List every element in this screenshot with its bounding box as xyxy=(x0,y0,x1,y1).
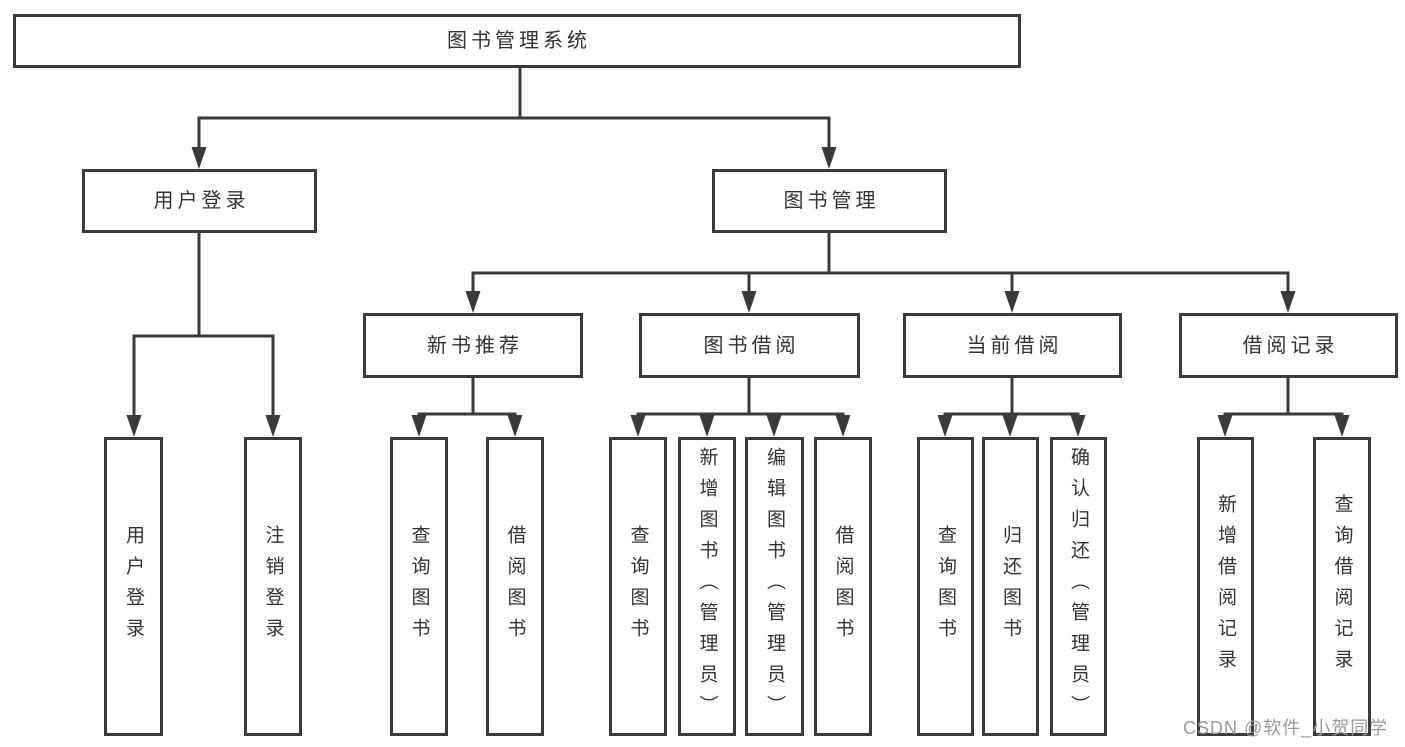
node-label-leaf-query-books-1: 查询图书 xyxy=(408,524,430,649)
node-label-current-borrowing: 当前借阅 xyxy=(966,334,1063,357)
node-label-user-login: 用户登录 xyxy=(153,190,250,212)
node-label-new-book-recommend: 新书推荐 xyxy=(427,334,523,357)
node-label-root-library-system: 图书管理系统 xyxy=(447,30,591,52)
arrow-book-management-0-head xyxy=(465,291,481,313)
node-user-login: 用户登录 xyxy=(82,169,317,233)
node-leaf-query-books-1: 查询图书 xyxy=(390,437,448,736)
node-label-leaf-borrow-books-2: 借阅图书 xyxy=(832,524,854,649)
arrow-book-management-2-head xyxy=(1004,291,1020,313)
node-leaf-query-borrow-record: 查询借阅记录 xyxy=(1313,437,1371,736)
node-current-borrowing: 当前借阅 xyxy=(903,313,1122,378)
arrow-current-borrowing-0-head xyxy=(937,415,953,437)
arrow-root-library-system-0-head xyxy=(191,147,207,169)
node-leaf-query-books-3: 查询图书 xyxy=(917,437,974,736)
arrow-book-borrowing-0-head xyxy=(630,415,646,437)
node-root-library-system: 图书管理系统 xyxy=(13,14,1021,68)
node-label-borrowing-records: 借阅记录 xyxy=(1242,334,1339,357)
node-label-leaf-return-books: 归还图书 xyxy=(1000,524,1021,649)
node-label-leaf-logout: 注销登录 xyxy=(262,524,284,649)
watermark: CSDN @软件_小贺同学 xyxy=(1183,718,1389,738)
node-borrowing-records: 借阅记录 xyxy=(1179,313,1398,378)
arrow-book-management-3-head xyxy=(1280,291,1296,313)
node-leaf-user-login: 用户登录 xyxy=(104,437,163,736)
node-label-leaf-user-login: 用户登录 xyxy=(123,524,144,649)
node-label-leaf-edit-books-admin: 编辑图书（管理员） xyxy=(764,447,785,726)
arrow-user-login-0-head xyxy=(126,415,142,437)
node-label-book-management: 图书管理 xyxy=(783,190,880,212)
arrow-new-book-recommend-1-head xyxy=(507,415,523,437)
node-leaf-borrow-books-2: 借阅图书 xyxy=(814,437,872,736)
arrow-current-borrowing-1-head xyxy=(1002,415,1018,437)
node-book-borrowing: 图书借阅 xyxy=(639,313,860,378)
node-leaf-add-books-admin: 新增图书（管理员） xyxy=(678,437,736,736)
arrow-book-borrowing-2-head xyxy=(766,415,782,437)
node-leaf-add-borrow-record: 新增借阅记录 xyxy=(1197,437,1254,736)
node-label-book-borrowing: 图书借阅 xyxy=(703,334,800,357)
node-leaf-return-books: 归还图书 xyxy=(982,437,1039,736)
node-leaf-borrow-books-1: 借阅图书 xyxy=(486,437,544,736)
node-leaf-edit-books-admin: 编辑图书（管理员） xyxy=(745,437,804,736)
arrow-borrowing-records-1-head xyxy=(1334,415,1350,437)
node-leaf-logout: 注销登录 xyxy=(244,437,302,736)
node-new-book-recommend: 新书推荐 xyxy=(363,313,583,378)
arrow-borrowing-records-0-head xyxy=(1217,415,1233,437)
node-label-leaf-query-books-2: 查询图书 xyxy=(627,524,649,649)
arrow-new-book-recommend-0-head xyxy=(411,415,427,437)
node-label-leaf-query-borrow-record: 查询借阅记录 xyxy=(1331,493,1353,680)
arrow-book-borrowing-1-head xyxy=(699,415,715,437)
node-leaf-query-books-2: 查询图书 xyxy=(609,437,667,736)
arrow-root-library-system-1-head xyxy=(821,147,837,169)
arrow-current-borrowing-2-head xyxy=(1070,415,1086,437)
node-leaf-confirm-return-admin: 确认归还（管理员） xyxy=(1050,437,1107,736)
node-book-management: 图书管理 xyxy=(712,169,947,233)
node-label-leaf-confirm-return-admin: 确认归还（管理员） xyxy=(1068,447,1089,726)
node-label-leaf-borrow-books-1: 借阅图书 xyxy=(504,524,526,649)
node-label-leaf-add-books-admin: 新增图书（管理员） xyxy=(696,447,718,726)
node-label-leaf-query-books-3: 查询图书 xyxy=(935,524,956,649)
arrow-user-login-1-head xyxy=(265,415,281,437)
arrow-book-borrowing-3-head xyxy=(835,415,851,437)
node-label-leaf-add-borrow-record: 新增借阅记录 xyxy=(1215,493,1236,680)
arrow-book-management-1-head xyxy=(741,291,757,313)
